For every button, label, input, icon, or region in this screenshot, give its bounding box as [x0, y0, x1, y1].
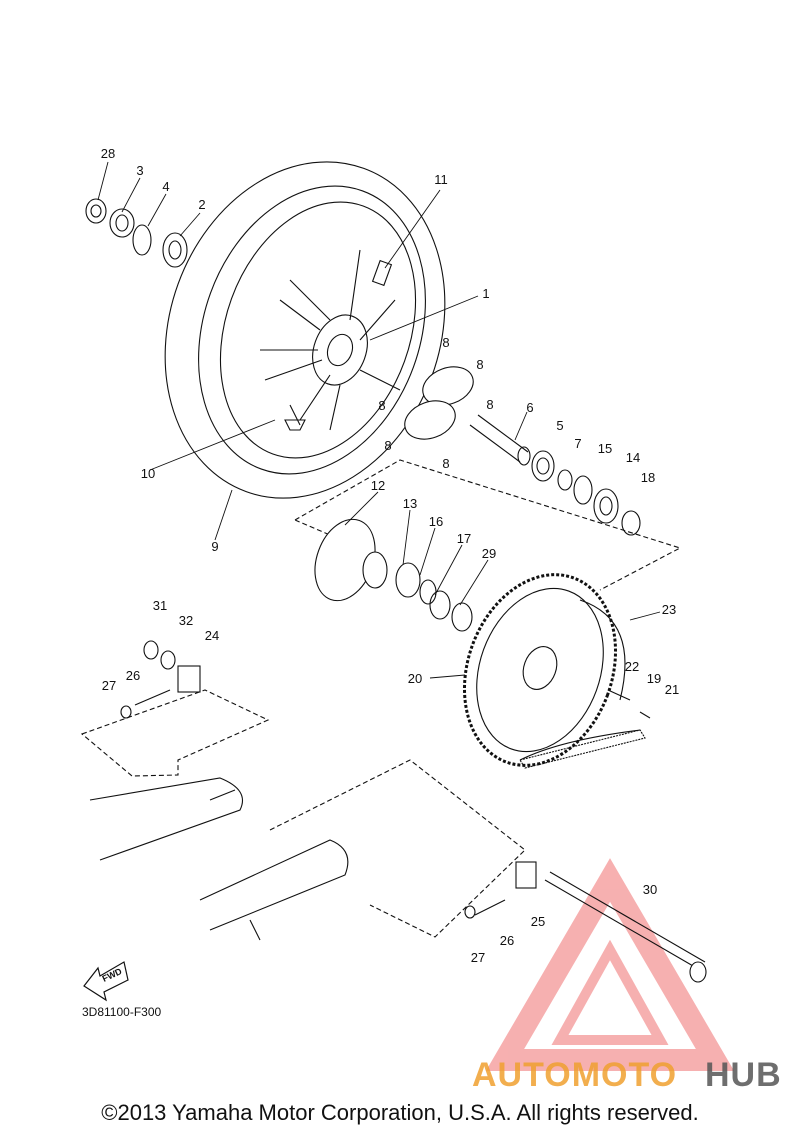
fwd-arrow: FWD — [83, 961, 129, 1002]
callout-12: 12 — [371, 478, 385, 493]
callout-8: 8 — [476, 357, 483, 372]
diagram-reference-code: 3D81100-F300 — [82, 1005, 161, 1019]
callout-9: 9 — [211, 539, 218, 554]
callout-11: 11 — [434, 172, 448, 187]
watermark-part1: AUTOMOTO — [472, 1056, 677, 1094]
callout-28: 28 — [101, 146, 115, 161]
callout-4: 4 — [162, 179, 169, 194]
callout-2: 2 — [198, 197, 205, 212]
callout-24: 24 — [205, 628, 219, 643]
callout-8: 8 — [378, 398, 385, 413]
callout-8: 8 — [442, 335, 449, 350]
callout-8: 8 — [384, 438, 391, 453]
callout-3: 3 — [136, 163, 143, 178]
callout-32: 32 — [179, 613, 193, 628]
callout-7: 7 — [574, 436, 581, 451]
callout-27: 27 — [102, 678, 116, 693]
callout-16: 16 — [429, 514, 443, 529]
callout-8: 8 — [442, 456, 449, 471]
callout-1: 1 — [482, 286, 489, 301]
watermark-text: AUTOMOTO HUB — [472, 1056, 782, 1094]
callout-27: 27 — [471, 950, 485, 965]
right-spacer-set — [469, 414, 641, 536]
callout-5: 5 — [556, 418, 563, 433]
callout-29: 29 — [482, 546, 496, 561]
callout-21: 21 — [665, 682, 679, 697]
callout-15: 15 — [598, 441, 612, 456]
outline-upper — [294, 459, 682, 591]
callout-8: 8 — [486, 397, 493, 412]
callout-6: 6 — [526, 400, 533, 415]
callout-13: 13 — [403, 496, 417, 511]
callout-labels: 28 3 4 2 11 1 8 8 8 8 8 8 6 5 7 15 14 18… — [101, 146, 679, 965]
callout-31: 31 — [153, 598, 167, 613]
wheel-assembly — [164, 161, 446, 499]
callout-20: 20 — [408, 671, 422, 686]
callout-30: 30 — [643, 882, 657, 897]
watermark-logo — [485, 858, 735, 1071]
callout-17: 17 — [457, 531, 471, 546]
watermark-part2: HUB — [705, 1056, 782, 1094]
callout-18: 18 — [641, 470, 655, 485]
callout-25: 25 — [531, 914, 545, 929]
callout-23: 23 — [662, 602, 676, 617]
damper-set — [404, 366, 474, 440]
pulley-hub — [314, 518, 473, 632]
left-adjuster — [80, 640, 270, 777]
leader-lines — [97, 161, 661, 679]
pulley-and-belt — [462, 573, 651, 769]
callout-10: 10 — [141, 466, 155, 481]
callout-26: 26 — [500, 933, 514, 948]
callout-22: 22 — [625, 659, 639, 674]
left-bearing-set — [85, 198, 188, 268]
callout-26: 26 — [126, 668, 140, 683]
callout-19: 19 — [647, 671, 661, 686]
copyright-notice: ©2013 Yamaha Motor Corporation, U.S.A. A… — [101, 1100, 699, 1125]
rear-axle — [464, 861, 707, 983]
callout-14: 14 — [626, 450, 640, 465]
swing-arm — [89, 759, 526, 941]
